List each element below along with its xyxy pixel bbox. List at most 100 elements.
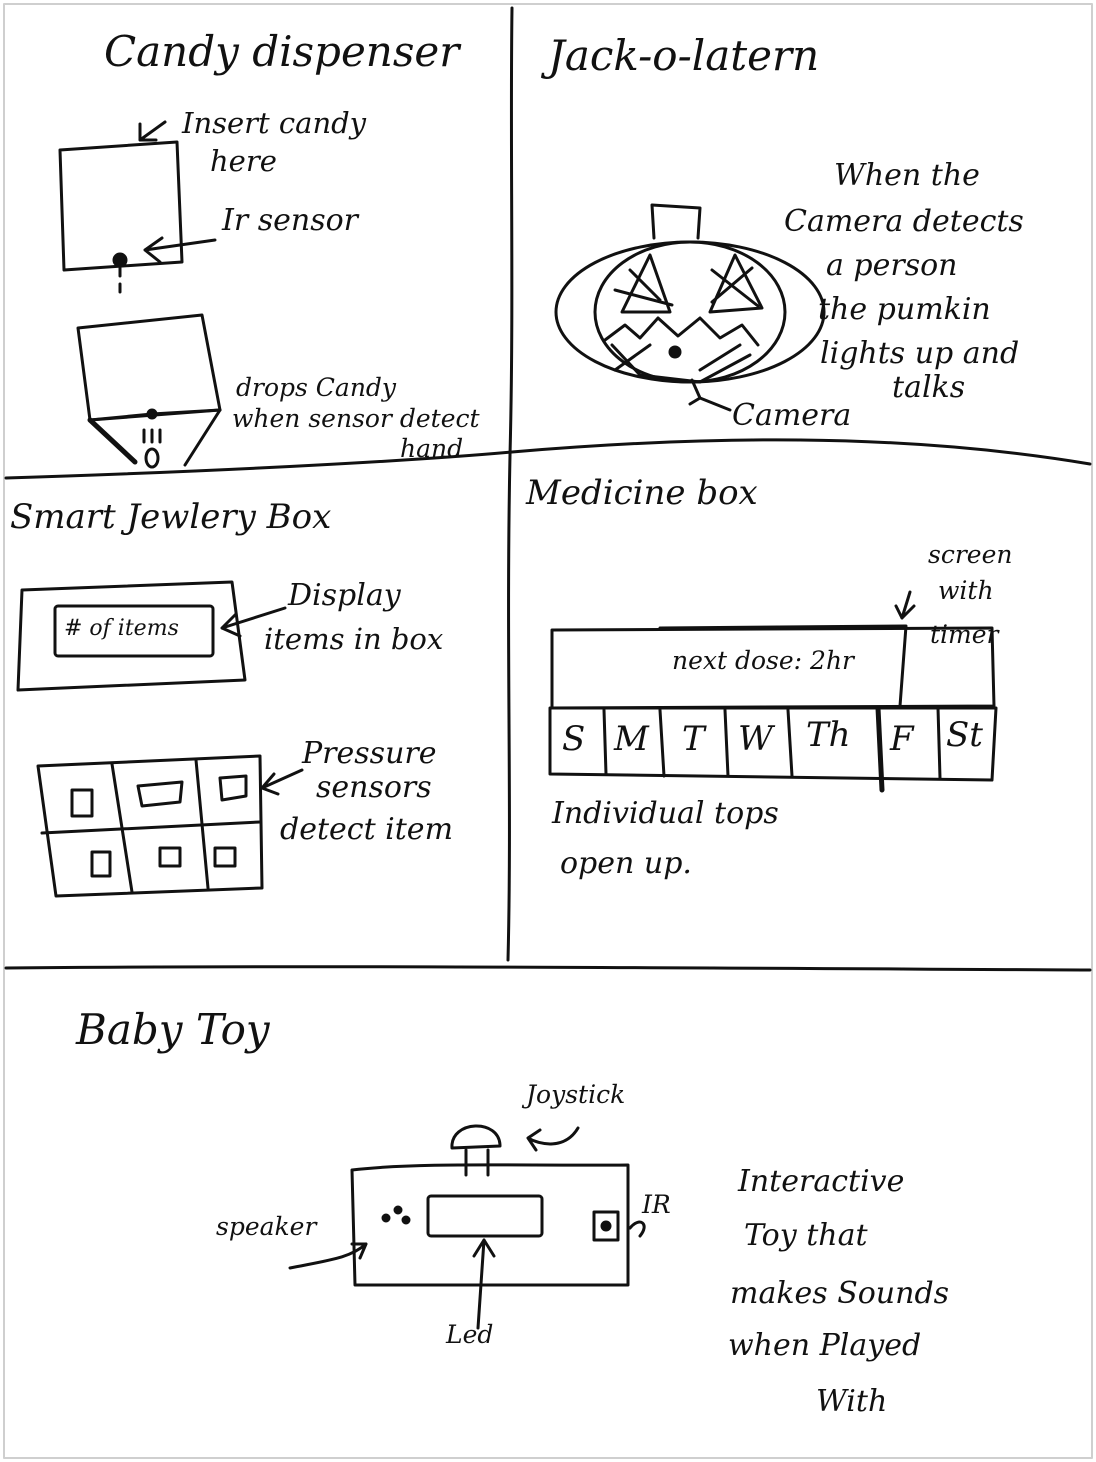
candy-dispenser-title: Candy dispenser [104, 27, 460, 76]
page-border [3, 3, 1093, 1459]
day-thursday: Th [806, 715, 851, 755]
medicine-box-title: Medicine box [526, 473, 758, 513]
detect-item-label: detect item [280, 812, 454, 847]
insert-candy-label: Insert candy [182, 106, 367, 140]
screen-label: screen [928, 540, 1013, 569]
speaker-arrow [288, 1242, 368, 1270]
screen-arrow [894, 590, 916, 620]
jewelry-box-sketch [16, 580, 304, 898]
jack-desc-line-6: talks [892, 370, 966, 405]
candy-chute-right [183, 408, 222, 467]
sensor-pad-4 [90, 850, 112, 878]
candy-top-box [58, 140, 184, 272]
when-sensor-label: when sensor detect [232, 404, 480, 433]
jack-o-lantern-title: Jack-o-latern [548, 31, 820, 80]
day-divider-t-w [723, 708, 730, 778]
vertical-divider-middle [506, 453, 512, 962]
joystick-label: Joystick [526, 1080, 626, 1109]
grid-col-line-2 [194, 758, 210, 890]
jewelry-screen-text: # of items [64, 616, 179, 641]
with-label: with [938, 576, 994, 605]
day-divider-th-f [875, 705, 885, 793]
candy-chute-left [87, 417, 138, 465]
jewelry-box-title: Smart Jewlery Box [10, 497, 332, 537]
ir-sensor-box [592, 1210, 620, 1242]
gate-pivot-dot [146, 408, 158, 420]
sensor-pad-5 [158, 846, 182, 868]
pumpkin-eye-left [613, 253, 674, 314]
ir-sensor-arrow [143, 236, 217, 264]
medicine-top-row [550, 626, 996, 710]
pumpkin-eye-right [708, 253, 764, 314]
sensor-pad-1 [70, 788, 94, 818]
baby-desc-line-1: Interactive [738, 1164, 905, 1199]
grid-col-line-1 [110, 762, 134, 894]
candy-bottom-box [76, 313, 222, 422]
speaker-dot-3 [401, 1215, 411, 1225]
baby-desc-line-5: With [816, 1384, 888, 1419]
insert-here-label: here [210, 144, 277, 178]
insert-arrow [138, 120, 167, 142]
joystick-stick [464, 1148, 490, 1177]
speaker-dot-1 [381, 1213, 391, 1223]
sensors-label: sensors [316, 770, 432, 805]
ir-sensor-dot [600, 1220, 612, 1232]
ir-arrow [628, 1220, 646, 1238]
candy-motion-lines [142, 428, 162, 444]
drops-candy-label: drops Candy [236, 373, 397, 402]
individual-tops-label: Individual tops [552, 796, 779, 831]
speaker-dot-2 [393, 1205, 403, 1215]
camera-dot [668, 345, 682, 359]
camera-label: Camera [732, 398, 852, 433]
baby-desc-line-4: when Played [728, 1328, 922, 1363]
pressure-arrow [260, 768, 304, 796]
jack-o-lantern-sketch [554, 203, 826, 412]
sensor-pad-6 [213, 846, 237, 868]
ir-sensor-label: Ir sensor [222, 203, 358, 238]
vertical-divider-top [508, 6, 514, 457]
day-saturday: St [946, 715, 983, 755]
day-divider-f-st [936, 706, 942, 780]
display-label: Display [288, 578, 401, 613]
jewelry-grid-box [36, 754, 264, 898]
baby-desc-line-3: makes Sounds [730, 1276, 950, 1311]
jack-desc-line-3: a person [826, 248, 958, 283]
led-label: Led [446, 1320, 494, 1349]
day-tuesday: T [682, 719, 705, 759]
pressure-label: Pressure [302, 736, 437, 771]
led-arrow [472, 1238, 496, 1330]
day-monday: M [614, 719, 649, 759]
sensor-pad-3 [218, 774, 248, 802]
day-divider-m-t [658, 708, 666, 778]
items-in-box-label: items in box [264, 622, 444, 656]
speaker-label: speaker [216, 1212, 317, 1241]
toy-body [350, 1163, 630, 1287]
jack-desc-line-1: When the [834, 158, 980, 193]
baby-toy-sketch [288, 1124, 646, 1330]
baby-toy-title: Baby Toy [76, 1005, 270, 1054]
day-friday: F [890, 719, 914, 759]
candy-dispenser-sketch [58, 120, 222, 469]
jack-desc-line-4: the pumkin [818, 292, 991, 327]
jewelry-display-box [16, 580, 247, 692]
day-wednesday: W [738, 719, 773, 759]
day-divider-w-th [786, 708, 794, 778]
grid-middle-line [40, 820, 262, 835]
jack-desc-line-2: Camera detects [784, 204, 1024, 239]
led-bar [426, 1194, 544, 1238]
medicine-screen-box [658, 624, 908, 708]
day-divider-s-m [602, 708, 608, 776]
joystick-arrow [526, 1126, 580, 1152]
pumpkin-stem [650, 203, 702, 240]
hand-label: hand [400, 434, 464, 463]
sensor-pad-2 [136, 780, 184, 808]
medicine-box-sketch [548, 590, 998, 793]
horizontal-divider-bottom [4, 965, 1092, 972]
jack-desc-line-5: lights up and [820, 336, 1020, 371]
baby-desc-line-2: Toy that [744, 1218, 868, 1253]
ir-sensor-dot [112, 252, 128, 268]
display-arrow [220, 606, 287, 638]
camera-arrow [688, 378, 732, 412]
open-up-label: open up. [560, 846, 692, 881]
